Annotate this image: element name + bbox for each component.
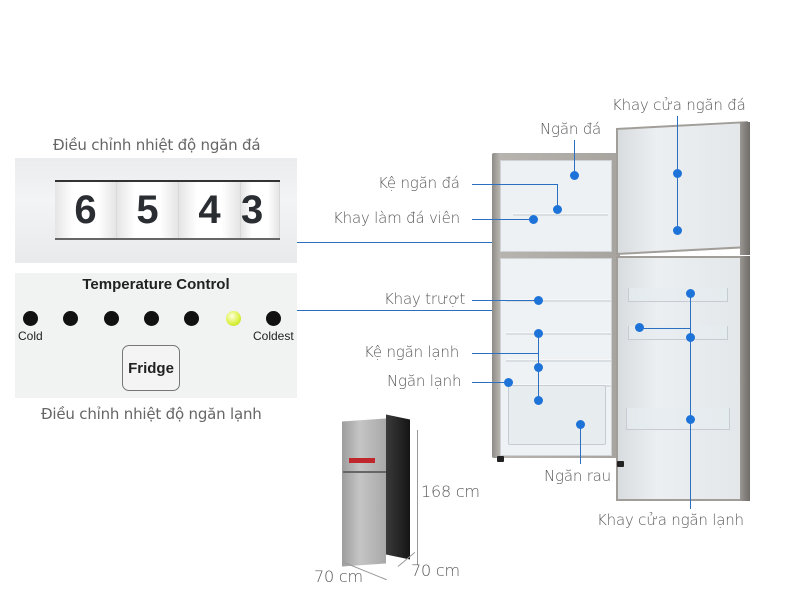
dial-number: 5 bbox=[117, 182, 179, 238]
temp-led bbox=[23, 311, 38, 326]
dial-number: 3 bbox=[241, 182, 280, 238]
freezer-door bbox=[616, 121, 748, 255]
fridge-door bbox=[616, 256, 748, 501]
temp-led bbox=[104, 311, 119, 326]
freezer-control-connector bbox=[297, 242, 597, 244]
callout-dot bbox=[534, 396, 543, 405]
dial-number: 6 bbox=[55, 182, 117, 238]
temp-led bbox=[144, 311, 159, 326]
callout-freezer: Ngăn đá bbox=[540, 120, 602, 138]
callout-dot bbox=[534, 329, 543, 338]
coldest-label: Coldest bbox=[253, 329, 294, 343]
fridge-control-caption: Điều chỉnh nhiệt độ ngăn lạnh bbox=[41, 405, 262, 423]
callout-ice-tray: Khay làm đá viên bbox=[333, 209, 460, 227]
freezer-dial[interactable]: 6 5 4 3 bbox=[55, 180, 280, 240]
freezer-dial-panel: 6 5 4 3 bbox=[15, 158, 297, 263]
temp-led-active bbox=[226, 311, 241, 326]
freezer-door-edge bbox=[740, 122, 750, 255]
callout-line bbox=[472, 300, 537, 302]
callout-line bbox=[557, 184, 559, 208]
mini-fridge-front bbox=[342, 418, 386, 567]
dial-number: 4 bbox=[179, 182, 241, 238]
crisper-drawer bbox=[508, 385, 606, 445]
callout-fridge-door-tray: Khay cửa ngăn lạnh bbox=[597, 511, 744, 529]
callout-dot bbox=[534, 363, 543, 372]
callout-dot bbox=[686, 333, 695, 342]
callout-crisper: Ngăn rau bbox=[544, 467, 611, 485]
temp-led bbox=[184, 311, 199, 326]
callout-dot bbox=[686, 289, 695, 298]
fridge-foot bbox=[497, 456, 504, 462]
width-dimension: 70 cm bbox=[314, 567, 363, 586]
fridge-button[interactable]: Fridge bbox=[122, 345, 180, 391]
freezer-control-caption: Điều chỉnh nhiệt độ ngăn đá bbox=[53, 136, 261, 154]
callout-dot bbox=[534, 296, 543, 305]
callout-line bbox=[472, 184, 557, 186]
callout-dot bbox=[686, 415, 695, 424]
callout-dot bbox=[673, 169, 682, 178]
temp-led bbox=[63, 311, 78, 326]
callout-dot bbox=[529, 215, 538, 224]
callout-dot bbox=[635, 323, 644, 332]
cold-label: Cold bbox=[18, 329, 43, 343]
temp-led bbox=[266, 311, 281, 326]
fridge-control-connector bbox=[297, 310, 535, 312]
fridge-temperature-panel: Temperature Control Cold Coldest Fridge bbox=[15, 273, 297, 398]
height-dimension: 168 cm bbox=[421, 482, 480, 501]
callout-line bbox=[690, 293, 692, 509]
callout-dot bbox=[576, 420, 585, 429]
callout-line bbox=[472, 353, 538, 355]
callout-fridge-shelf: Kệ ngăn lạnh bbox=[364, 343, 460, 361]
callout-freezer-shelf: Kệ ngăn đá bbox=[378, 174, 460, 192]
callout-dot bbox=[553, 205, 562, 214]
callout-line bbox=[472, 219, 532, 221]
depth-dimension: 70 cm bbox=[411, 561, 460, 580]
mini-fridge-badge bbox=[349, 458, 375, 463]
temperature-control-title: Temperature Control bbox=[82, 276, 230, 293]
mini-fridge-side bbox=[386, 414, 410, 560]
callout-line bbox=[640, 328, 690, 330]
height-arrow bbox=[417, 430, 418, 565]
callout-line bbox=[472, 382, 507, 384]
callout-dot bbox=[570, 171, 579, 180]
callout-sliding-tray: Khay trượt bbox=[384, 290, 466, 308]
callout-line bbox=[574, 140, 576, 175]
callout-freezer-door-tray: Khay cửa ngăn đá bbox=[612, 96, 746, 114]
fridge-door-edge bbox=[740, 256, 750, 501]
callout-line bbox=[580, 424, 582, 464]
mini-fridge-split bbox=[343, 471, 386, 473]
callout-fridge: Ngăn lạnh bbox=[387, 372, 462, 390]
fridge-foot bbox=[617, 461, 624, 467]
callout-dot bbox=[504, 378, 513, 387]
callout-dot bbox=[673, 226, 682, 235]
